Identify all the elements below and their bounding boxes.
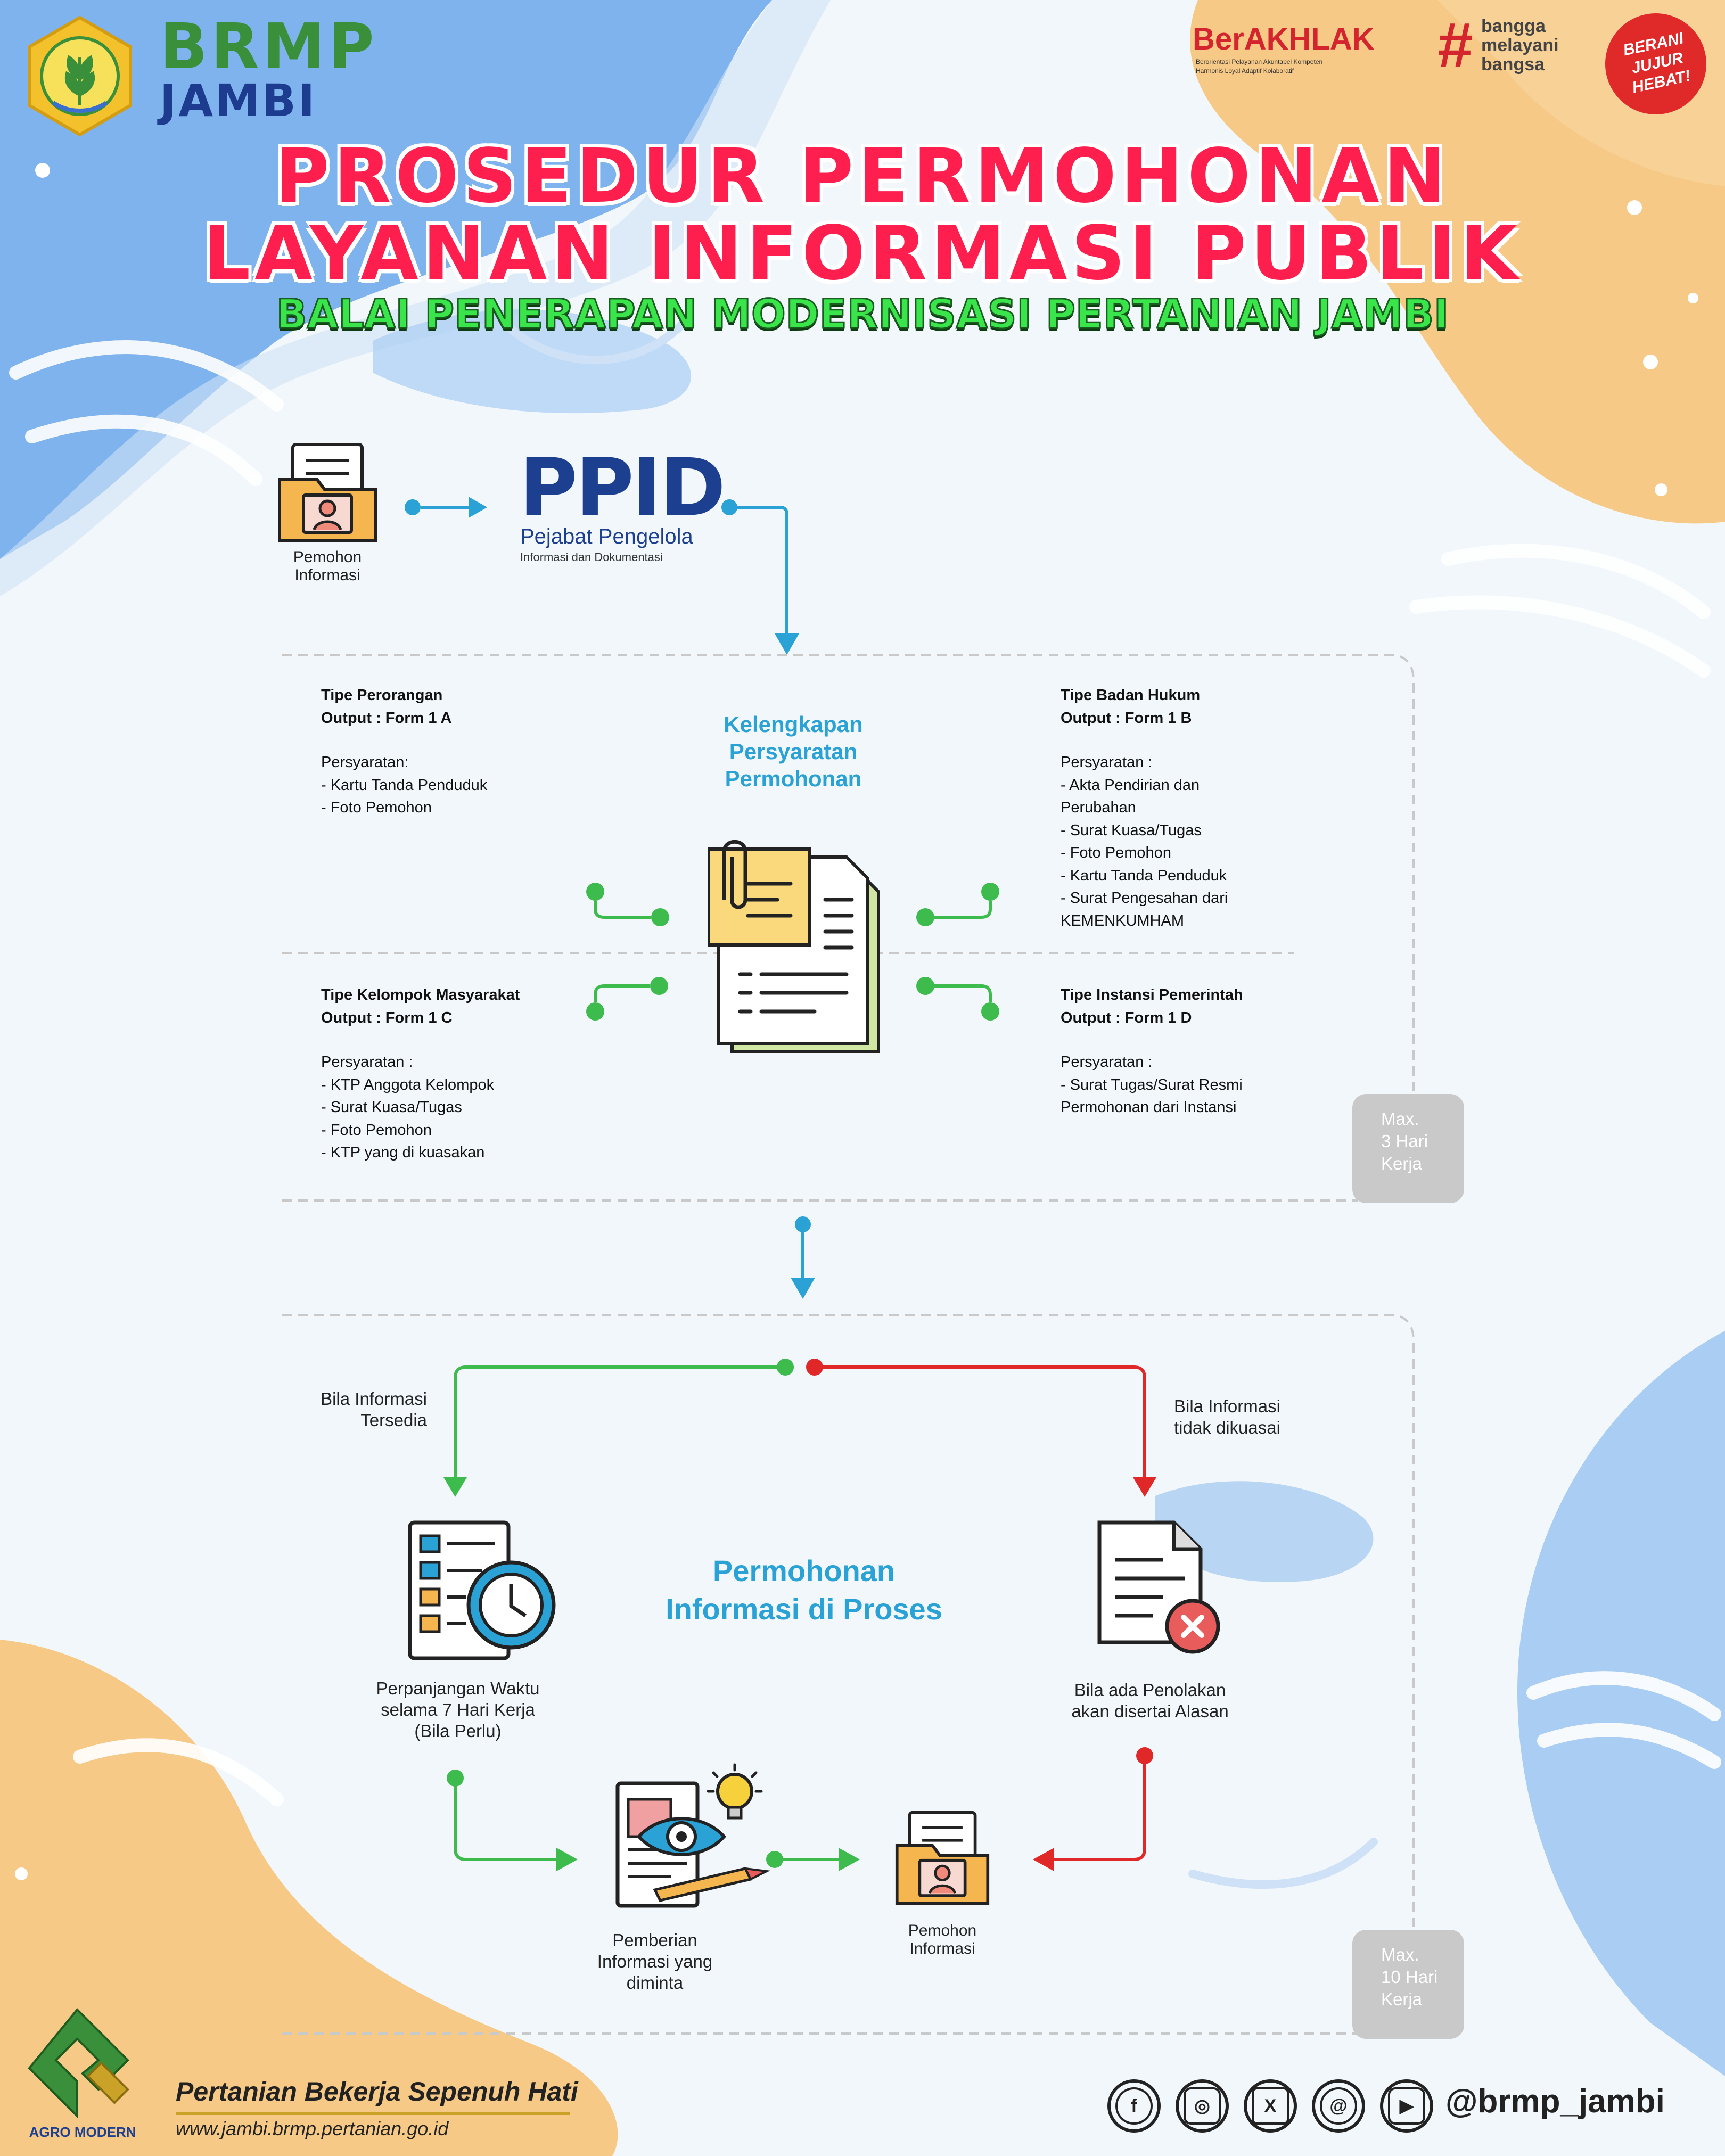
ppid-subtitle: Informasi dan Dokumentasi <box>520 550 663 564</box>
bangga-hash: # <box>1438 10 1473 81</box>
req-perorangan: Tipe Perorangan Output : Form 1 A Persya… <box>321 684 598 819</box>
applicant-label: Pemohon Informasi <box>293 548 362 584</box>
bangga-text: bangga melayani bangsa <box>1481 16 1559 75</box>
ppid-logo-text: PPID <box>519 442 726 534</box>
req-perorangan-output: Output : Form 1 A <box>321 710 452 727</box>
information-delivery-icon <box>615 1763 770 1908</box>
footer-website: www.jambi.brmp.pertanian.go.id <box>176 2118 449 2139</box>
checklist-clock-icon <box>408 1520 556 1660</box>
req-instansi: Tipe Instansi Pemerintah Output : Form 1… <box>1061 984 1337 1119</box>
applicant-folder-icon-final <box>895 1811 990 1905</box>
max-3-days-badge: Max. 3 Hari Kerja <box>1352 1094 1464 1203</box>
extension-label: Perpanjangan Waktu selama 7 Hari Kerja (… <box>376 1678 540 1741</box>
page-subtitle: BALAI PENERAPAN MODERNISASI PERTANIAN JA… <box>275 290 1450 339</box>
org-region: JAMBI <box>160 75 317 127</box>
footer-slogan-underline <box>176 2112 570 2115</box>
req-kelompok: Tipe Kelompok Masyarakat Output : Form 1… <box>321 984 619 1164</box>
req-perorangan-body: Persyaratan: - Kartu Tanda Penduduk - Fo… <box>321 754 488 816</box>
process-title: Permohonan Informasi di Proses <box>666 1554 942 1626</box>
ppid-name: Pejabat Pengelola <box>520 525 693 548</box>
berani-badge: BERANI JUJUR HEBAT! <box>1605 13 1706 114</box>
facebook-icon[interactable]: f <box>1107 2079 1161 2133</box>
ppid-logo: PPID Pejabat Pengelola Informasi dan Dok… <box>519 442 726 570</box>
social-handle[interactable]: @brmp_jambi <box>1445 2083 1665 2120</box>
final-applicant-label: Pemohon Informasi <box>908 1922 977 1957</box>
bangga-logo: # bangga melayani bangsa <box>1438 13 1581 83</box>
brmp-emblem-icon <box>28 15 132 137</box>
req-kelompok-output: Output : Form 1 C <box>321 1009 453 1026</box>
req-kelompok-body: Persyaratan : - KTP Anggota Kelompok - S… <box>321 1054 495 1161</box>
agro-modern-label: AGRO MODERN <box>29 2124 136 2140</box>
document-checklist-icon <box>708 840 880 1053</box>
req-badan-hukum-body: Persyaratan : - Akta Pendirian dan Perub… <box>1061 754 1228 929</box>
youtube-icon[interactable]: ▶ <box>1380 2079 1433 2133</box>
page-title-line1: PROSEDUR PERMOHONAN <box>275 133 1450 220</box>
brand-header: BRMP JAMBI <box>16 10 421 137</box>
berakhlak-tagline: Berorientasi Pelayanan Akuntabel Kompete… <box>1196 58 1323 75</box>
instagram-icon[interactable]: ◎ <box>1176 2079 1229 2133</box>
x-icon[interactable]: X <box>1244 2079 1297 2133</box>
req-instansi-body: Persyaratan : - Surat Tugas/Surat Resmi … <box>1061 1054 1243 1116</box>
threads-icon[interactable]: @ <box>1312 2079 1365 2133</box>
req-instansi-output: Output : Form 1 D <box>1061 1009 1192 1026</box>
req-badan-hukum-title: Tipe Badan Hukum <box>1061 687 1201 704</box>
footer-slogan: Pertanian Bekerja Sepenuh Hati <box>176 2077 578 2106</box>
req-kelompok-title: Tipe Kelompok Masyarakat <box>321 986 520 1003</box>
rejected-document-icon <box>1097 1520 1220 1654</box>
right-branch-label: Bila Informasi tidak dikuasai <box>1174 1396 1280 1437</box>
org-name: BRMP <box>160 10 377 83</box>
rejection-label: Bila ada Penolakan akan disertai Alasan <box>1071 1680 1229 1721</box>
page-title-line2: LAYANAN INFORMASI PUBLIK <box>203 210 1522 297</box>
delivery-label: Pemberian Informasi yang diminta <box>597 1930 713 1993</box>
requirements-title: Kelengkapan Persyaratan Permohonan <box>724 712 863 791</box>
req-perorangan-title: Tipe Perorangan <box>321 687 443 704</box>
berakhlak-logo: BerAKHLAK Berorientasi Pelayanan Akuntab… <box>1193 21 1395 85</box>
agro-modern-logo-icon <box>28 2008 129 2119</box>
left-branch-label: Bila Informasi Tersedia <box>321 1389 427 1430</box>
req-badan-hukum: Tipe Badan Hukum Output : Form 1 B Persy… <box>1061 684 1337 932</box>
req-instansi-title: Tipe Instansi Pemerintah <box>1061 986 1243 1003</box>
berakhlak-text: BerAKHLAK <box>1193 22 1375 56</box>
max-10-days-badge: Max. 10 Hari Kerja <box>1352 1930 1464 2039</box>
applicant-folder-icon <box>278 443 377 542</box>
req-badan-hukum-output: Output : Form 1 B <box>1061 710 1192 727</box>
